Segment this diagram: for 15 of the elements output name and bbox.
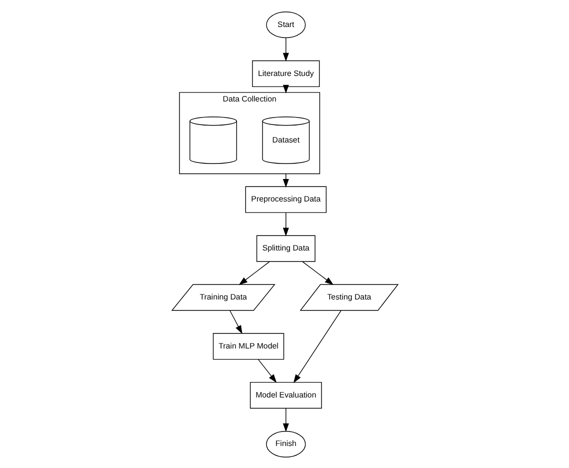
arrow — [282, 172, 288, 188]
node-ellipse: Start — [266, 11, 306, 38]
arrow — [238, 260, 270, 284]
node-box: Splitting Data — [256, 234, 315, 262]
arrow — [282, 212, 288, 236]
arrow — [302, 260, 334, 284]
node-box: Preprocessing Data — [244, 186, 326, 212]
arrow — [282, 408, 288, 432]
node-box: Model Evaluation — [249, 381, 322, 408]
node-box: Train MLP Model — [212, 332, 284, 360]
arrow — [257, 358, 276, 382]
arrow — [229, 310, 242, 334]
arrow — [292, 310, 341, 383]
node-ellipse: Finish — [266, 430, 306, 457]
arrow — [282, 37, 288, 62]
